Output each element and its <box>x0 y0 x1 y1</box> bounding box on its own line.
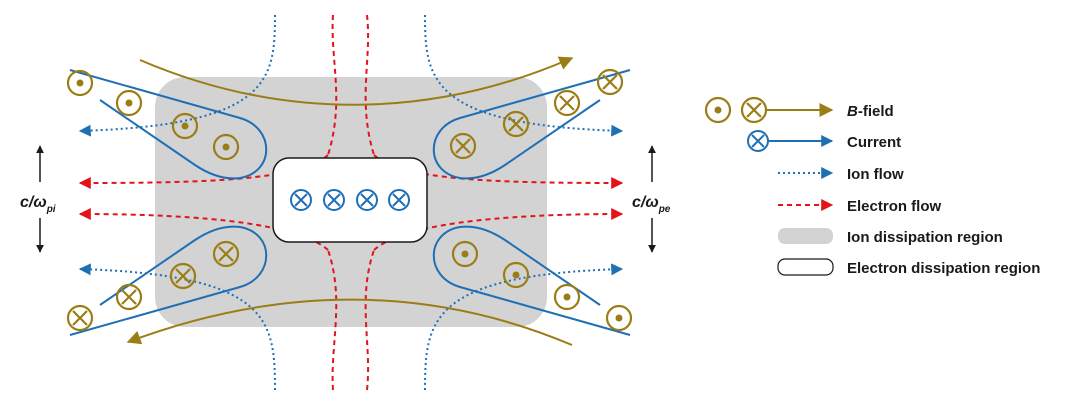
electron-flow-arrow-left-bottom <box>78 208 329 251</box>
legend-item-b-field: B-field <box>704 96 894 124</box>
dot-circle-icon <box>212 133 240 161</box>
cross-circle-icon <box>212 240 240 268</box>
cross-circle-icon <box>449 132 477 160</box>
current-loop-bottom-right <box>432 225 631 336</box>
legend: B-field Current Ion flow Electron flow I… <box>704 96 1040 277</box>
electron-scale-label: c/ωpe <box>632 194 671 215</box>
legend-item-ion-flow: Ion flow <box>778 166 904 183</box>
legend-item-current: Current <box>747 130 901 152</box>
dot-circle-icon <box>704 96 732 124</box>
ion-flow-lines <box>78 14 624 391</box>
b-field-lines <box>126 56 574 346</box>
electron-inflow-top-left <box>327 14 338 156</box>
dot-circle-icon <box>171 112 199 140</box>
electron-region-swatch <box>777 258 834 276</box>
legend-item-electron-region: Electron dissipation region <box>777 258 1040 277</box>
cross-circle-icon <box>388 189 410 211</box>
legend-label-ion-flow: Ion flow <box>847 166 904 183</box>
electron-dissipation-region <box>272 157 428 243</box>
electron-scale: c/ωpe <box>632 145 671 253</box>
cross-circle-icon <box>66 304 94 332</box>
cross-circle-icon <box>740 96 768 124</box>
current-loop-bottom-left <box>69 225 268 336</box>
legend-item-electron-flow: Electron flow <box>778 198 942 215</box>
dot-circle-icon <box>502 261 530 289</box>
dot-circle-icon <box>605 304 633 332</box>
legend-label-b-field: B-field <box>847 103 894 120</box>
cross-circle-icon <box>290 189 312 211</box>
cross-circle-icon <box>553 89 581 117</box>
cross-circle-icon <box>502 110 530 138</box>
b-field-line-bottom <box>126 298 573 346</box>
current-symbols <box>290 189 410 211</box>
legend-label-current: Current <box>847 134 901 151</box>
dot-circle-icon <box>451 240 479 268</box>
legend-label-ion-region: Ion dissipation region <box>847 229 1003 246</box>
cross-circle-icon <box>356 189 378 211</box>
legend-item-ion-region: Ion dissipation region <box>778 228 1003 246</box>
dot-circle-icon <box>115 89 143 117</box>
cross-circle-icon <box>747 130 769 152</box>
dot-circle-icon <box>66 69 94 97</box>
ion-scale-label: c/ωpi <box>20 194 56 215</box>
cross-circle-icon <box>115 283 143 311</box>
ion-flow-bottom-right <box>424 263 624 391</box>
electron-flow-arrow-right-bottom <box>373 208 624 251</box>
legend-label-electron-flow: Electron flow <box>847 198 942 215</box>
current-loop-top-left <box>69 69 268 180</box>
cross-circle-icon <box>323 189 345 211</box>
electron-inflow-top-right <box>364 14 375 156</box>
b-field-symbols <box>66 68 633 332</box>
legend-label-electron-region: Electron dissipation region <box>847 260 1040 277</box>
current-loop-top-right <box>432 69 631 180</box>
ion-region-swatch <box>778 228 833 244</box>
dot-circle-icon <box>553 283 581 311</box>
ion-scale: c/ωpi <box>20 145 56 253</box>
cross-circle-icon <box>596 68 624 96</box>
b-field-line-top <box>139 56 574 106</box>
ion-flow-bottom-left <box>78 263 276 391</box>
cross-circle-icon <box>169 262 197 290</box>
current-loops <box>69 69 631 336</box>
